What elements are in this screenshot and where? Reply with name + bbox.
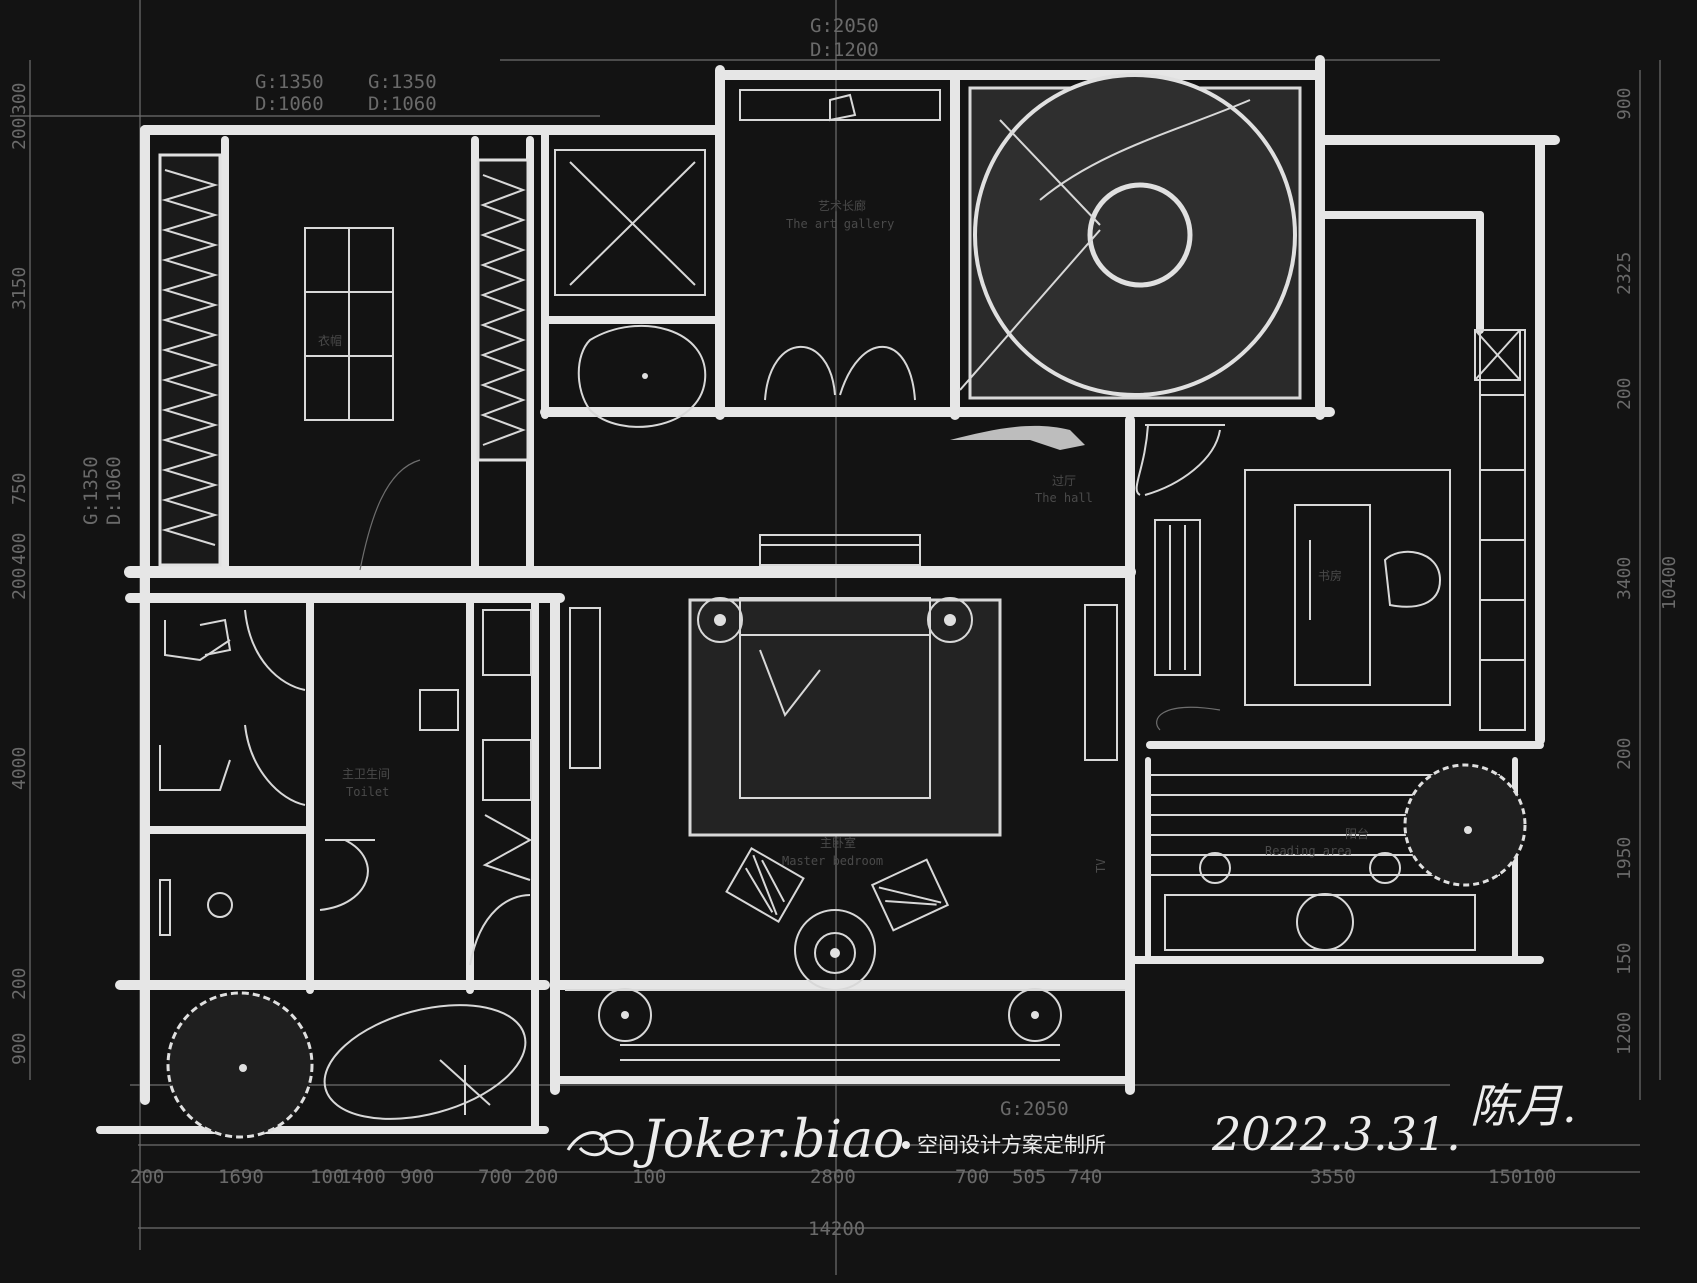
tv-label: TV — [1094, 859, 1108, 873]
room-label-hall-en: The hall — [1035, 491, 1093, 505]
gd-top-1: G:1350 — [255, 71, 324, 93]
dimensions-right: 900 2325 200 3400 200 1950 150 1200 1040… — [1614, 87, 1680, 1055]
room-label-art-gallery-en: The art gallery — [786, 217, 894, 231]
signature-block: Joker.biao 空间设计方案定制所 2022.3.31. 陈月. — [566, 1079, 1577, 1170]
wardrobe-left — [158, 153, 222, 567]
room-label-art-gallery-zh: 艺术长廊 — [818, 198, 866, 213]
brand-signature: Joker.biao — [633, 1110, 904, 1170]
gd-top-1b: D:1060 — [255, 93, 324, 115]
gd-top-3: G:2050 — [810, 15, 879, 37]
shaft-x-box — [554, 149, 706, 296]
dim-bottom-12: 3550 — [1310, 1166, 1356, 1188]
gd-top-2: G:1350 — [368, 71, 437, 93]
dim-bottom-total: 14200 — [808, 1218, 865, 1240]
room-label-master-bedroom-en: Master bedroom — [782, 854, 883, 868]
dim-right-total: 10400 — [1659, 556, 1680, 610]
dim-right-1: 2325 — [1614, 252, 1635, 295]
dim-bottom-1: 1690 — [218, 1166, 264, 1188]
dim-bottom-6: 200 — [524, 1166, 558, 1188]
toilet-area: 主卫生间 Toilet — [159, 609, 533, 966]
master-bedroom: TV 主卧室 Master bedroom — [565, 534, 1125, 1061]
round-bath-room — [959, 73, 1302, 400]
gd-top-3b: D:1200 — [810, 39, 879, 61]
art-gallery: 艺术长廊 The art gallery — [739, 89, 941, 401]
gd-side-1b: D:1060 — [103, 456, 125, 525]
plant-and-tub — [166, 991, 527, 1139]
room-label-hall-zh: 过厅 — [1052, 474, 1076, 488]
study: 书房 — [1154, 329, 1526, 731]
room-label-toilet-zh: 主卫生间 — [342, 767, 390, 781]
room-label-master-bedroom-zh: 主卧室 — [820, 835, 856, 850]
room-label-sun-room-zh: 阳台 — [1345, 826, 1369, 841]
dim-bottom-9: 700 — [955, 1166, 989, 1188]
dim-left-0: 300 — [9, 82, 30, 115]
dim-right-4: 200 — [1614, 737, 1635, 770]
dim-bottom-0: 200 — [130, 1166, 164, 1188]
dim-left-5: 200 — [9, 567, 30, 600]
dim-left-6: 4000 — [9, 747, 30, 790]
dimensions-left: 300 200 3150 750 400 200 4000 200 900 — [9, 82, 30, 1065]
room-label-study-zh: 书房 — [1318, 568, 1342, 583]
studio-name: 空间设计方案定制所 — [917, 1133, 1106, 1157]
author-signature: 陈月. — [1470, 1079, 1577, 1133]
dim-bottom-5: 700 — [478, 1166, 512, 1188]
dim-bottom-14: 100 — [1522, 1166, 1556, 1188]
gd-bottom: G:2050 — [1000, 1098, 1069, 1120]
walls — [96, 55, 1560, 1134]
construction-lines — [10, 0, 1661, 1275]
room-label-sun-room-en: Reading area — [1265, 844, 1352, 858]
dim-bottom-11: 740 — [1068, 1166, 1102, 1188]
cloakroom-island: 衣帽 — [304, 227, 394, 421]
hall: 过厅 The hall — [950, 424, 1225, 505]
gd-side-1: G:1350 — [80, 456, 102, 525]
basin-sketch — [577, 325, 707, 428]
gd-top-2b: D:1060 — [368, 93, 437, 115]
dim-right-6: 150 — [1614, 942, 1635, 975]
dim-left-7: 200 — [9, 967, 30, 1000]
dim-right-5: 1950 — [1614, 837, 1635, 880]
room-label-cloakroom: 衣帽 — [318, 333, 342, 348]
dimensions-bottom: 200 1690 100 1400 900 700 200 100 2800 7… — [130, 1166, 1640, 1240]
dim-left-3: 750 — [9, 472, 30, 505]
dim-left-4: 400 — [9, 532, 30, 565]
dim-bottom-4: 900 — [400, 1166, 434, 1188]
dim-left-2: 3150 — [9, 267, 30, 310]
room-label-toilet-en: Toilet — [346, 785, 389, 799]
wardrobe-right — [476, 158, 530, 462]
window-notes: G:1350 D:1060 G:1350 D:1060 G:2050 D:120… — [80, 15, 1069, 1120]
door-arcs — [359, 424, 1221, 731]
drawing-date: 2022.3.31. — [1211, 1107, 1461, 1161]
dim-left-1: 200 — [9, 117, 30, 150]
dim-bottom-3: 1400 — [340, 1166, 386, 1188]
dim-right-2: 200 — [1614, 377, 1635, 410]
signature-flourish-icon — [566, 1129, 634, 1157]
dim-left-8: 900 — [9, 1032, 30, 1065]
dim-bottom-10: 505 — [1012, 1166, 1046, 1188]
sun-room: 阳台 Reading area — [1150, 763, 1527, 951]
dim-bottom-13: 150 — [1488, 1166, 1522, 1188]
dim-right-0: 900 — [1614, 87, 1635, 120]
dim-right-3: 3400 — [1614, 557, 1635, 600]
dim-right-7: 1200 — [1614, 1012, 1635, 1055]
